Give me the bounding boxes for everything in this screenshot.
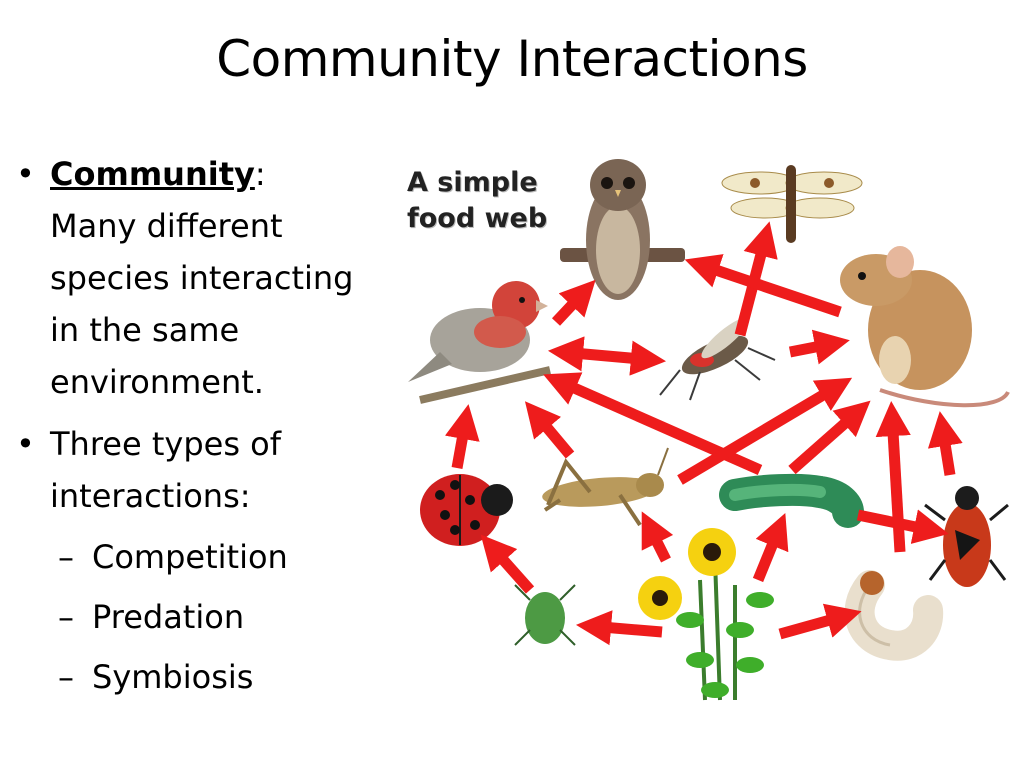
aphid-icon xyxy=(514,584,576,646)
bullet-types: • Three types of interactions: xyxy=(12,418,392,522)
sunflower-plant-icon xyxy=(638,528,774,701)
arrow-assassin-bug-to-mouse xyxy=(927,411,963,476)
arrow-sunflower-to-aphid xyxy=(575,610,663,646)
sub-item-label: Symbiosis xyxy=(92,658,254,696)
arrow-mouse-to-owl xyxy=(684,254,842,318)
owl-icon xyxy=(560,159,685,300)
arrow-grasshopper-to-mouse xyxy=(677,377,853,485)
arrow-sunflower-to-grasshopper xyxy=(641,511,674,563)
community-definition: Many different species interacting in th… xyxy=(50,207,354,401)
sub-item-label: Predation xyxy=(92,598,245,636)
food-web-title-line2: food web xyxy=(407,203,548,234)
food-web-diagram xyxy=(408,159,1010,701)
slide-title: Community Interactions xyxy=(216,30,808,88)
dash: – xyxy=(58,538,74,576)
food-web-title-line1: A simple xyxy=(407,167,538,198)
arrow-grasshopper-to-finch xyxy=(524,401,575,459)
grasshopper-icon xyxy=(542,447,669,527)
bullet-dot: • xyxy=(16,155,35,193)
sub-item-symbiosis: –Symbiosis xyxy=(12,652,392,702)
arrow-mosquito-to-mouse xyxy=(788,329,850,365)
mosquito-icon xyxy=(659,317,776,401)
sub-item-competition: –Competition xyxy=(12,532,392,582)
ladybug-icon xyxy=(420,474,513,546)
bullet-dot: • xyxy=(16,425,35,463)
sub-item-predation: –Predation xyxy=(12,592,392,642)
community-colon: : xyxy=(254,155,266,193)
arrow-caterpillar-to-mouse xyxy=(788,400,871,475)
mouse-icon xyxy=(840,246,1010,408)
grub-icon xyxy=(844,570,944,661)
bullet-list: • Community: Many different species inte… xyxy=(12,148,392,702)
arrow-ladybug-to-finch xyxy=(444,404,480,469)
arrow-sunflower-to-caterpillar xyxy=(752,512,789,583)
sub-item-label: Competition xyxy=(92,538,288,576)
types-intro: Three types of interactions: xyxy=(50,425,281,515)
dash: – xyxy=(58,658,74,696)
arrow-aphid-to-ladybug xyxy=(480,534,535,594)
community-term: Community xyxy=(50,155,255,193)
dash: – xyxy=(58,598,74,636)
arrow-finch-mosquito-double xyxy=(547,336,667,376)
arrow-finch-to-owl xyxy=(551,279,596,326)
dragonfly-icon xyxy=(721,165,863,243)
caterpillar-icon xyxy=(719,473,864,528)
arrow-grub-to-mouse xyxy=(875,400,911,553)
assassin-bug-icon xyxy=(924,486,1009,587)
bullet-community: • Community: Many different species inte… xyxy=(12,148,392,408)
finch-icon xyxy=(408,281,551,404)
arrow-sunflower-to-grub xyxy=(778,603,862,640)
food-web-title: A simple food web xyxy=(407,165,547,237)
